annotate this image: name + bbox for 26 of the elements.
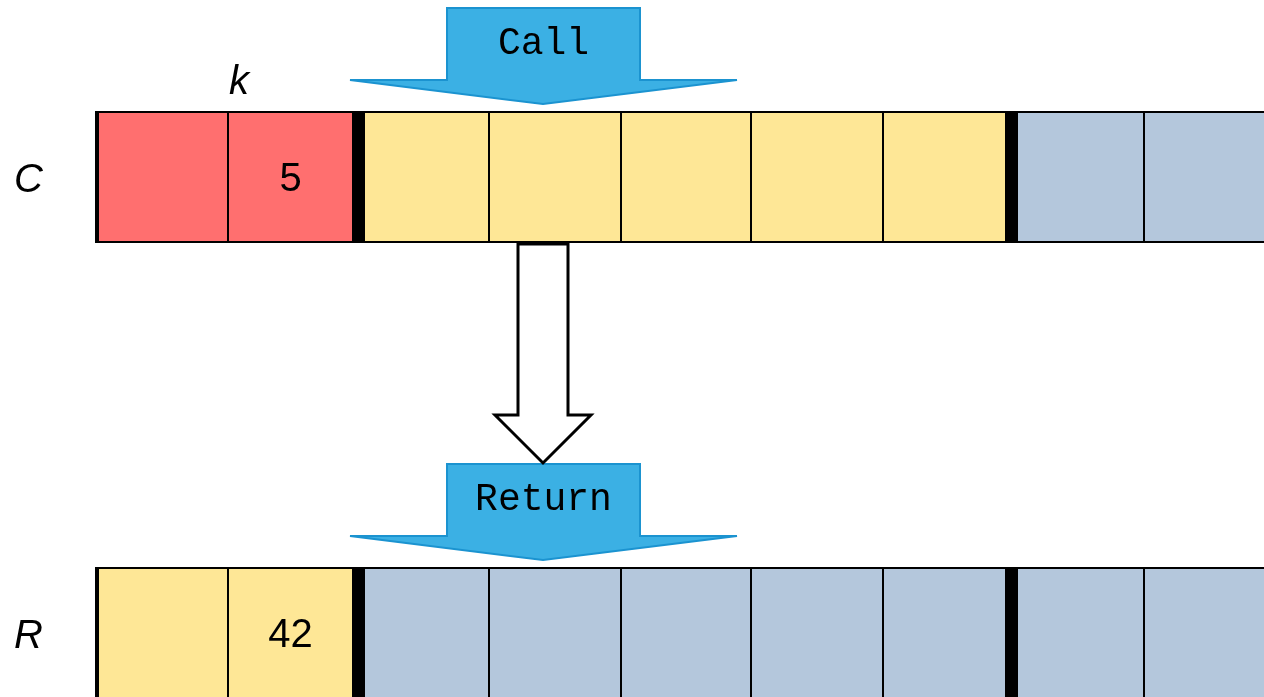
array-cell — [750, 111, 884, 243]
variable-label: k — [229, 60, 249, 100]
array-cell — [365, 111, 490, 243]
cell-value: 5 — [279, 154, 302, 200]
array-cell — [882, 111, 1007, 243]
array-cell — [1018, 567, 1145, 697]
array-cell — [1018, 111, 1145, 243]
array-cell — [488, 111, 622, 243]
array-cell — [620, 111, 752, 243]
array-cell — [97, 567, 229, 697]
cell-value: 42 — [268, 610, 313, 656]
array-cell — [227, 567, 354, 697]
array-cell — [97, 111, 229, 243]
row-label: C — [14, 158, 43, 198]
array-cell — [882, 567, 1007, 697]
array-cell — [620, 567, 752, 697]
arrow-label: Return — [474, 481, 613, 519]
row-label: R — [14, 614, 43, 654]
hollow-arrow — [491, 242, 595, 466]
array-cell — [365, 567, 490, 697]
array-cell — [1143, 567, 1264, 697]
array-cell — [488, 567, 622, 697]
array-cell — [1143, 111, 1264, 243]
array-cell — [227, 111, 354, 243]
array-cell — [750, 567, 884, 697]
arrow-label: Call — [496, 25, 591, 63]
